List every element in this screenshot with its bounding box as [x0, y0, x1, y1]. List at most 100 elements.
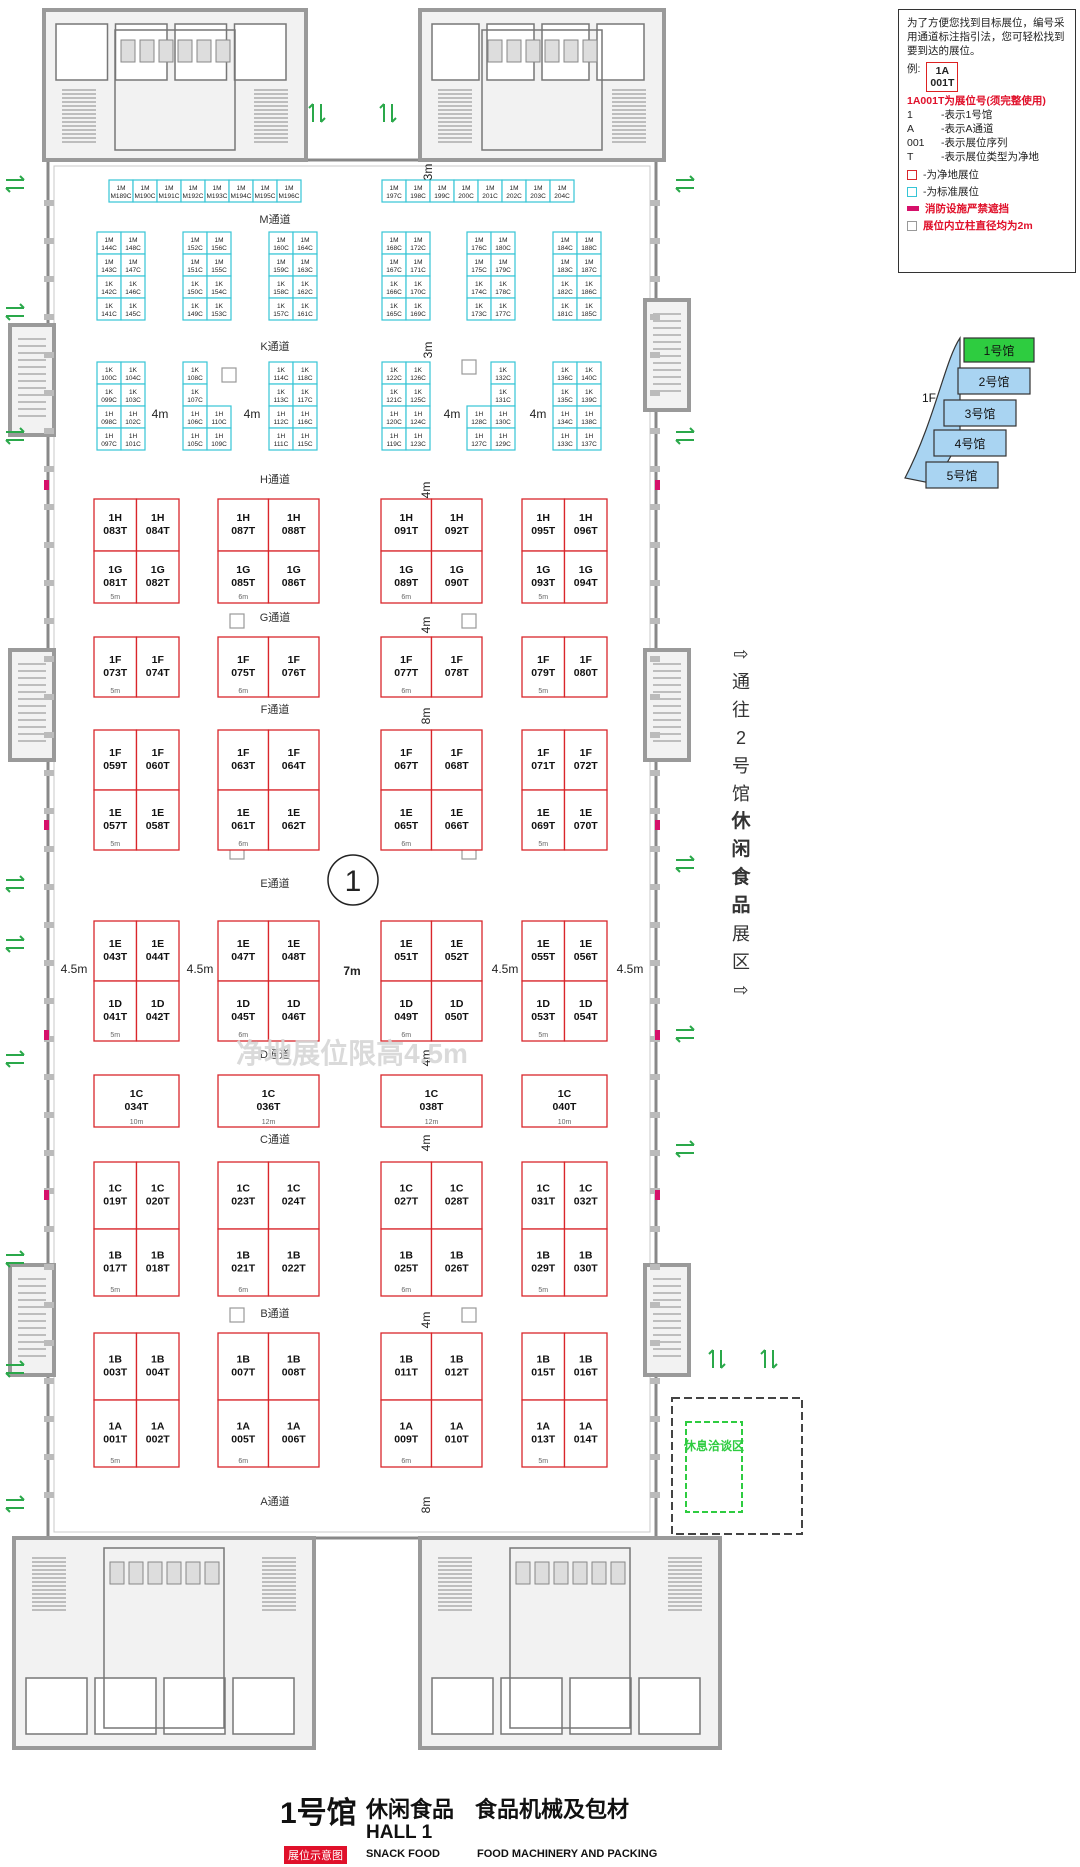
standard-booth-hall: 1M — [140, 185, 149, 192]
raw-booth-hall: 1E — [400, 938, 413, 950]
raw-booth-hall: 1B — [109, 1250, 123, 1262]
restroom-stall — [120, 39, 136, 63]
raw-booth-hall: 1E — [287, 938, 300, 950]
raw-booth — [563, 920, 608, 982]
standard-booth-code: M193C — [207, 193, 228, 200]
raw-booth-code: 077T — [394, 667, 419, 679]
raw-booth-hall: 1E — [537, 938, 550, 950]
raw-booth-hall: 1G — [450, 564, 464, 576]
raw-booth-hall: 1B — [400, 1354, 414, 1366]
standard-booth-hall: 1H — [561, 433, 570, 440]
raw-booth-hall: 1G — [399, 564, 413, 576]
legend-code-row: A-表示A通道 — [907, 122, 1067, 136]
raw-booth — [93, 729, 138, 791]
wall-column — [44, 1112, 54, 1118]
arrow-stroke — [675, 175, 695, 193]
route-char: 馆 — [732, 784, 750, 804]
raw-booth-hall: 1F — [109, 654, 122, 666]
raw-booth — [563, 1161, 608, 1230]
restroom-stall — [177, 39, 193, 63]
raw-booth-hall: 1C — [579, 1183, 593, 1195]
wall-column — [650, 884, 660, 890]
standard-booth-hall: 1M — [260, 185, 269, 192]
standard-booth-code: 177C — [495, 311, 511, 318]
spacing-label: 3m — [421, 342, 435, 359]
raw-booth — [267, 980, 320, 1042]
standard-booth-hall: 1M — [276, 237, 285, 244]
standard-booth-code: 112C — [273, 419, 288, 426]
raw-booth-hall: 1F — [152, 654, 165, 666]
raw-booth-hall: 1F — [451, 747, 464, 759]
legend-code-row: 1-表示1号馆 — [907, 108, 1067, 122]
raw-booth — [135, 980, 180, 1042]
mini-map-hall-label: 3号馆 — [965, 406, 996, 421]
standard-booth-code: 198C — [410, 193, 426, 200]
raw-booth — [267, 498, 320, 552]
raw-booth — [430, 1161, 483, 1230]
building-column — [229, 613, 245, 629]
raw-booth — [217, 498, 270, 552]
standard-booth-code: 097C — [101, 441, 117, 448]
standard-booth-hall: 1K — [475, 281, 484, 288]
standard-booth — [405, 427, 431, 451]
standard-booth-code: 135C — [557, 397, 573, 404]
standard-booth-code: 184C — [557, 245, 573, 252]
raw-booth-hall: 1H — [237, 512, 250, 524]
route-char-bold: 闲 — [731, 839, 751, 860]
raw-booth-code: 013T — [531, 1434, 556, 1446]
wall-column — [650, 238, 660, 244]
entrance-arrow-icon — [675, 175, 695, 193]
raw-booth-code: 066T — [445, 820, 470, 832]
standard-booth-code: 154C — [211, 289, 227, 296]
arrow-stroke — [5, 1250, 25, 1268]
raw-booth — [93, 1161, 138, 1230]
raw-booth-hall: 1B — [450, 1354, 464, 1366]
entrance-arrow-icon — [379, 103, 397, 123]
standard-booth-code: 111C — [274, 441, 289, 448]
raw-booth — [430, 729, 483, 791]
standard-booth — [120, 427, 146, 451]
raw-booth-code: 076T — [282, 667, 307, 679]
raw-booth — [563, 1332, 608, 1401]
raw-booth-code: 001T — [103, 1434, 128, 1446]
raw-booth — [521, 1161, 566, 1230]
legend-code-value: -表示展位序列 — [941, 137, 1008, 150]
raw-booth-code: 048T — [282, 951, 307, 963]
aisle-label: A通道 — [260, 1494, 289, 1508]
mini-map-hall-label: 2号馆 — [979, 374, 1010, 389]
restroom-stall — [544, 39, 560, 63]
restroom-stall — [215, 39, 231, 63]
raw-booth-hall: 1F — [288, 654, 301, 666]
standard-booth-hall: 1K — [414, 303, 423, 310]
standard-booth-hall: 1K — [561, 367, 570, 374]
entrance-arrow-icon — [675, 1140, 695, 1158]
raw-booth-code: 015T — [531, 1367, 556, 1379]
standard-booth-code: 114C — [273, 375, 288, 382]
standard-booth-code: 171C — [410, 267, 426, 274]
restroom-stall — [185, 1561, 201, 1585]
standard-booth — [276, 179, 302, 203]
standard-booth — [206, 297, 232, 321]
raw-booth — [380, 920, 433, 982]
standard-booth-hall: 1H — [585, 433, 594, 440]
raw-booth-code: 005T — [231, 1434, 256, 1446]
standard-booth-code: 175C — [471, 267, 487, 274]
restroom-stall — [534, 1561, 550, 1585]
spacing-label: 4m — [419, 482, 433, 499]
spacing-label: 3m — [421, 164, 435, 181]
restroom-stall — [515, 1561, 531, 1585]
wall-column — [650, 314, 660, 320]
booth-width-label: 5m — [538, 1287, 548, 1294]
standard-booth — [490, 297, 516, 321]
standard-booth-code: 113C — [273, 397, 288, 404]
raw-booth-hall: 1E — [151, 807, 164, 819]
raw-booth-hall: 1G — [151, 564, 165, 576]
raw-booth-code: 096T — [574, 525, 599, 537]
standard-booth-code: 201C — [482, 193, 498, 200]
standard-booth-hall: 1K — [301, 281, 310, 288]
legend-code-value: -表示A通道 — [941, 122, 994, 135]
standard-booth-code: 134C — [557, 419, 573, 426]
standard-booth-code: 109C — [211, 441, 227, 448]
wall-column — [44, 1416, 54, 1422]
